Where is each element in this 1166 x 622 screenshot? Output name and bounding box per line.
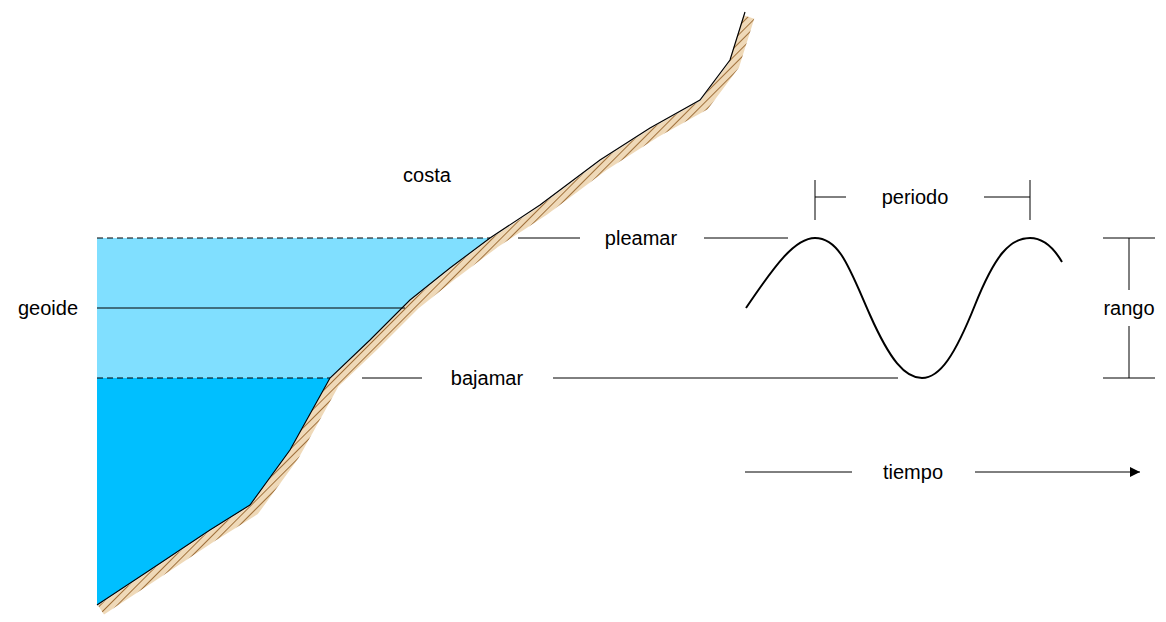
bracket-line — [815, 197, 846, 198]
leader-line — [704, 238, 788, 239]
coast-band — [101, 17, 749, 610]
geoid-label: geoide — [18, 298, 78, 318]
bracket-line — [1129, 326, 1130, 378]
leader-line — [518, 238, 580, 239]
dimension-label: periodo — [882, 187, 949, 207]
low-tide-level — [97, 378, 330, 379]
time-axis — [745, 472, 852, 473]
high-tide-level — [97, 238, 490, 239]
leader-line — [553, 378, 898, 379]
coast-label: costa — [403, 165, 451, 185]
tidal-water — [97, 238, 490, 378]
level-label: pleamar — [605, 228, 677, 248]
level-label: bajamar — [451, 368, 523, 388]
bracket-tick — [815, 180, 816, 220]
bracket-line — [984, 197, 1030, 198]
time-axis-arrow — [975, 472, 1140, 473]
coast-line — [97, 12, 745, 605]
bracket-line — [1129, 238, 1130, 290]
axis-label: tiempo — [883, 462, 943, 482]
geoid-line — [97, 308, 405, 309]
deep-water — [97, 378, 330, 605]
dimension-label: rango — [1103, 298, 1154, 318]
leader-line — [362, 378, 422, 379]
bracket-tick — [1030, 180, 1031, 220]
tide-curve — [746, 238, 1062, 378]
